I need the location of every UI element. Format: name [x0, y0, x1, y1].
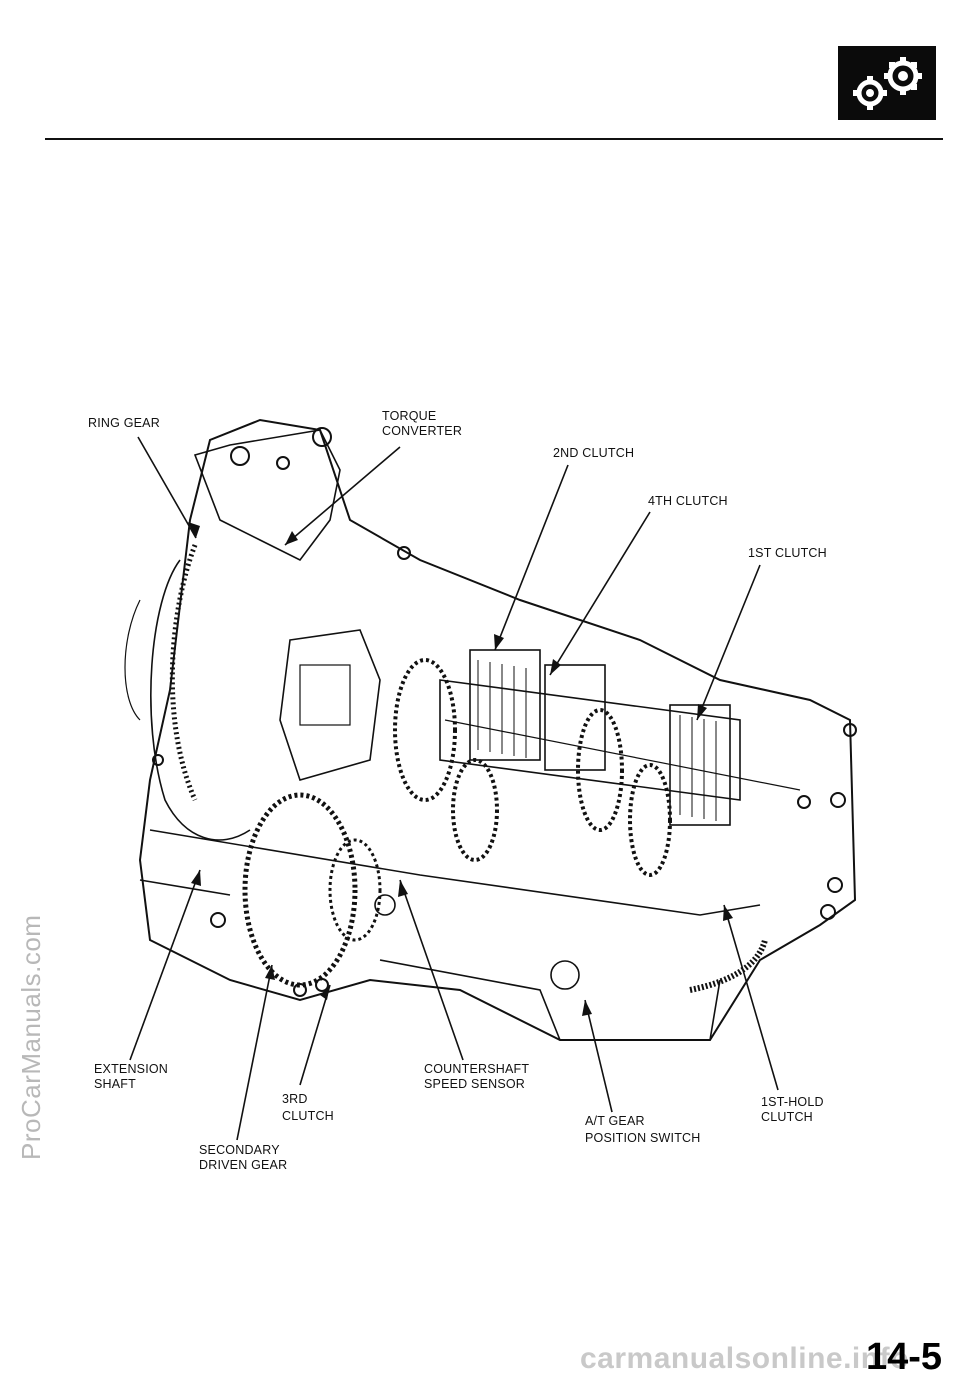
label-extension-shaft: EXTENSION SHAFT: [94, 1062, 169, 1091]
page-number: 14-5: [866, 1336, 943, 1378]
label-3rd-clutch: 3RD CLUTCH: [282, 1092, 334, 1123]
label-ring-gear: RING GEAR: [88, 416, 160, 430]
label-secondary-driven-gear: SECONDARY DRIVEN GEAR: [199, 1143, 288, 1172]
label-2nd-clutch: 2ND CLUTCH: [553, 446, 635, 460]
label-4th-clutch: 4TH CLUTCH: [648, 494, 728, 508]
gears-icon: [838, 46, 936, 120]
label-1st-clutch: 1ST CLUTCH: [748, 546, 827, 560]
footer-site-text: carmanualsonline.info: [580, 1342, 909, 1375]
label-1st-hold-clutch: 1ST-HOLD CLUTCH: [761, 1095, 824, 1124]
watermark-text: ProCarManuals.com: [16, 914, 46, 1160]
label-countershaft-speed-sensor: COUNTERSHAFT SPEED SENSOR: [424, 1062, 530, 1091]
label-at-gear-position-switch: A/T GEAR POSITION SWITCH: [585, 1114, 701, 1145]
header-rule: [45, 138, 943, 140]
label-torque-converter: TORQUE CONVERTER: [382, 409, 463, 438]
